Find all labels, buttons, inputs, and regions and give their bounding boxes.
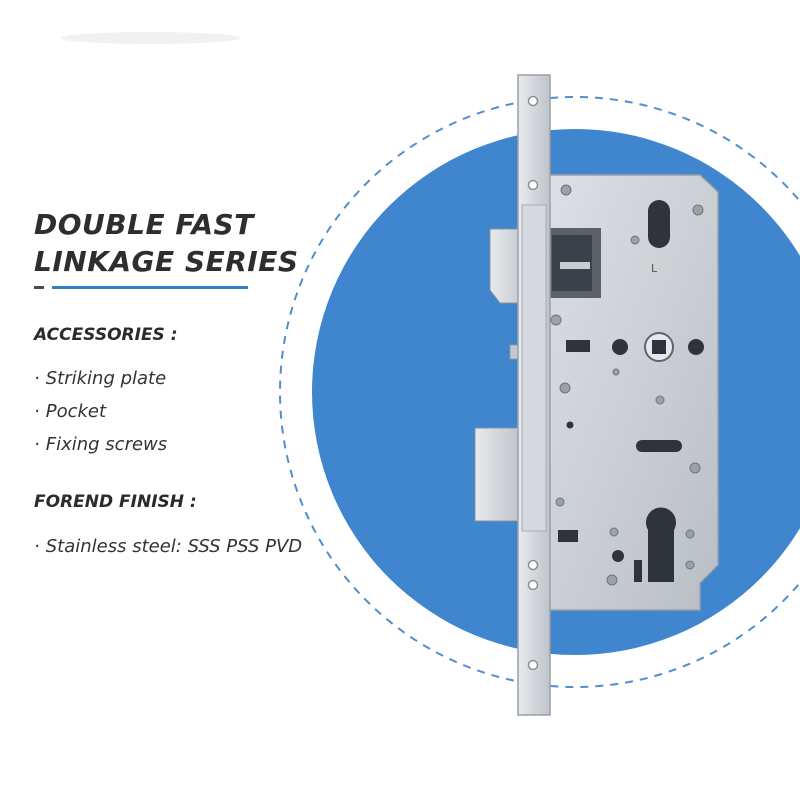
product-title: DOUBLE FAST LINKAGE SERIES xyxy=(34,206,298,280)
forend-finish-heading: FOREND FINISH : xyxy=(34,492,197,512)
screw-holes xyxy=(527,95,539,671)
title-underline-short xyxy=(34,286,44,289)
bullet-icon: · xyxy=(34,536,40,557)
accessories-heading: ACCESSORIES : xyxy=(34,325,178,345)
title-line-1: DOUBLE FAST xyxy=(34,208,254,241)
title-underline xyxy=(52,286,248,289)
list-item: ·Striking plate xyxy=(34,368,167,389)
accessories-list: ·Striking plate ·Pocket ·Fixing screws xyxy=(34,362,167,461)
bullet-icon: · xyxy=(34,368,40,389)
latch-spring xyxy=(560,262,590,269)
case-screws xyxy=(550,184,704,586)
bullet-icon: · xyxy=(34,401,40,422)
list-item: ·Fixing screws xyxy=(34,434,168,455)
follower-square xyxy=(652,340,666,354)
list-item: ·Pocket xyxy=(34,401,107,422)
top-slot xyxy=(648,200,670,248)
bullet-icon: · xyxy=(34,434,40,455)
svg-text:L: L xyxy=(651,262,658,275)
cylinder-hole xyxy=(646,507,676,582)
title-line-2: LINKAGE SERIES xyxy=(34,245,299,278)
middle-slot xyxy=(636,440,682,452)
list-item: ·Stainless steel: SSS PSS PVD xyxy=(34,536,303,557)
background-smudge xyxy=(60,32,240,44)
forend-finish-list: ·Stainless steel: SSS PSS PVD xyxy=(34,530,302,563)
